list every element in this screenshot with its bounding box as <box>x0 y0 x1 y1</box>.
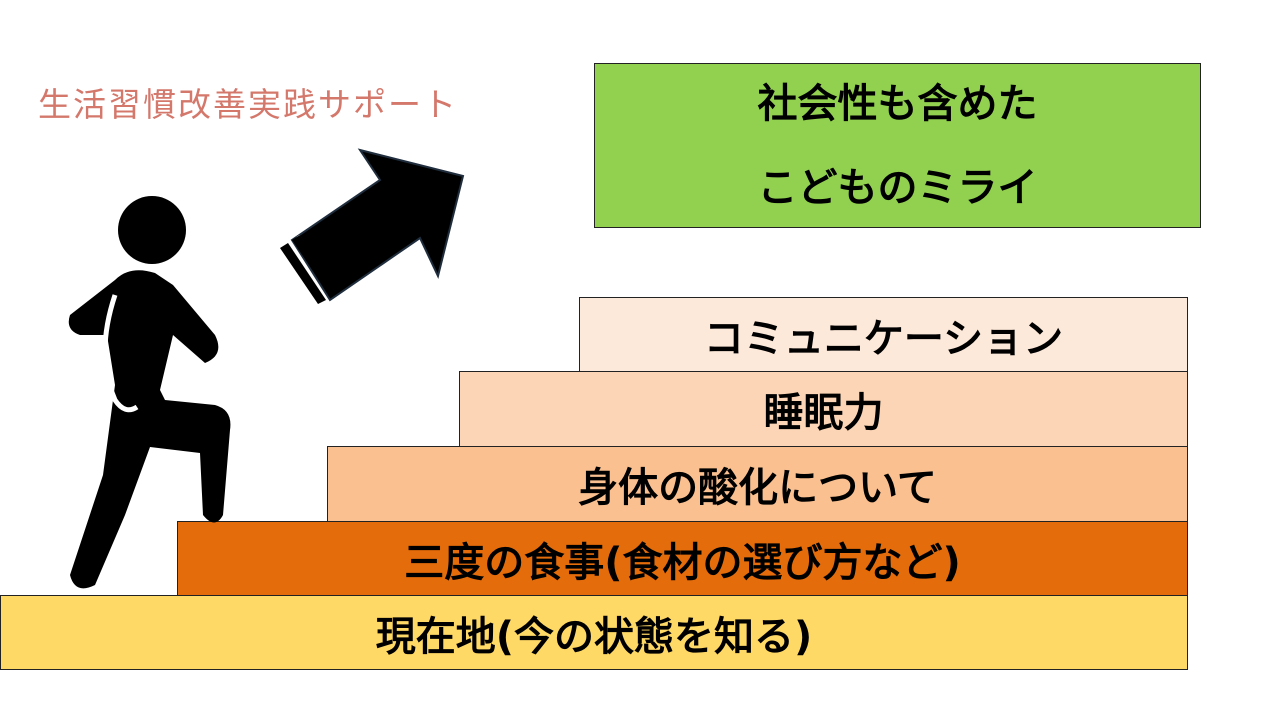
step-meals: 三度の食事(食材の選び方など) <box>177 521 1188 596</box>
step-body-oxidation: 身体の酸化について <box>327 446 1188 522</box>
step-current-state: 現在地(今の状態を知る) <box>0 595 1188 670</box>
goal-box: 社会性も含めた こどものミライ <box>594 63 1201 228</box>
goal-line-1: 社会性も含めた <box>757 80 1038 127</box>
step-communication: コミュニケーション <box>579 297 1188 372</box>
walking-person-icon <box>68 196 231 589</box>
step-sleep: 睡眠力 <box>459 371 1188 447</box>
up-right-arrow-icon <box>280 148 465 304</box>
diagram-title: 生活習慣改善実践サポート <box>38 85 458 124</box>
goal-line-2: こどものミライ <box>757 164 1038 211</box>
